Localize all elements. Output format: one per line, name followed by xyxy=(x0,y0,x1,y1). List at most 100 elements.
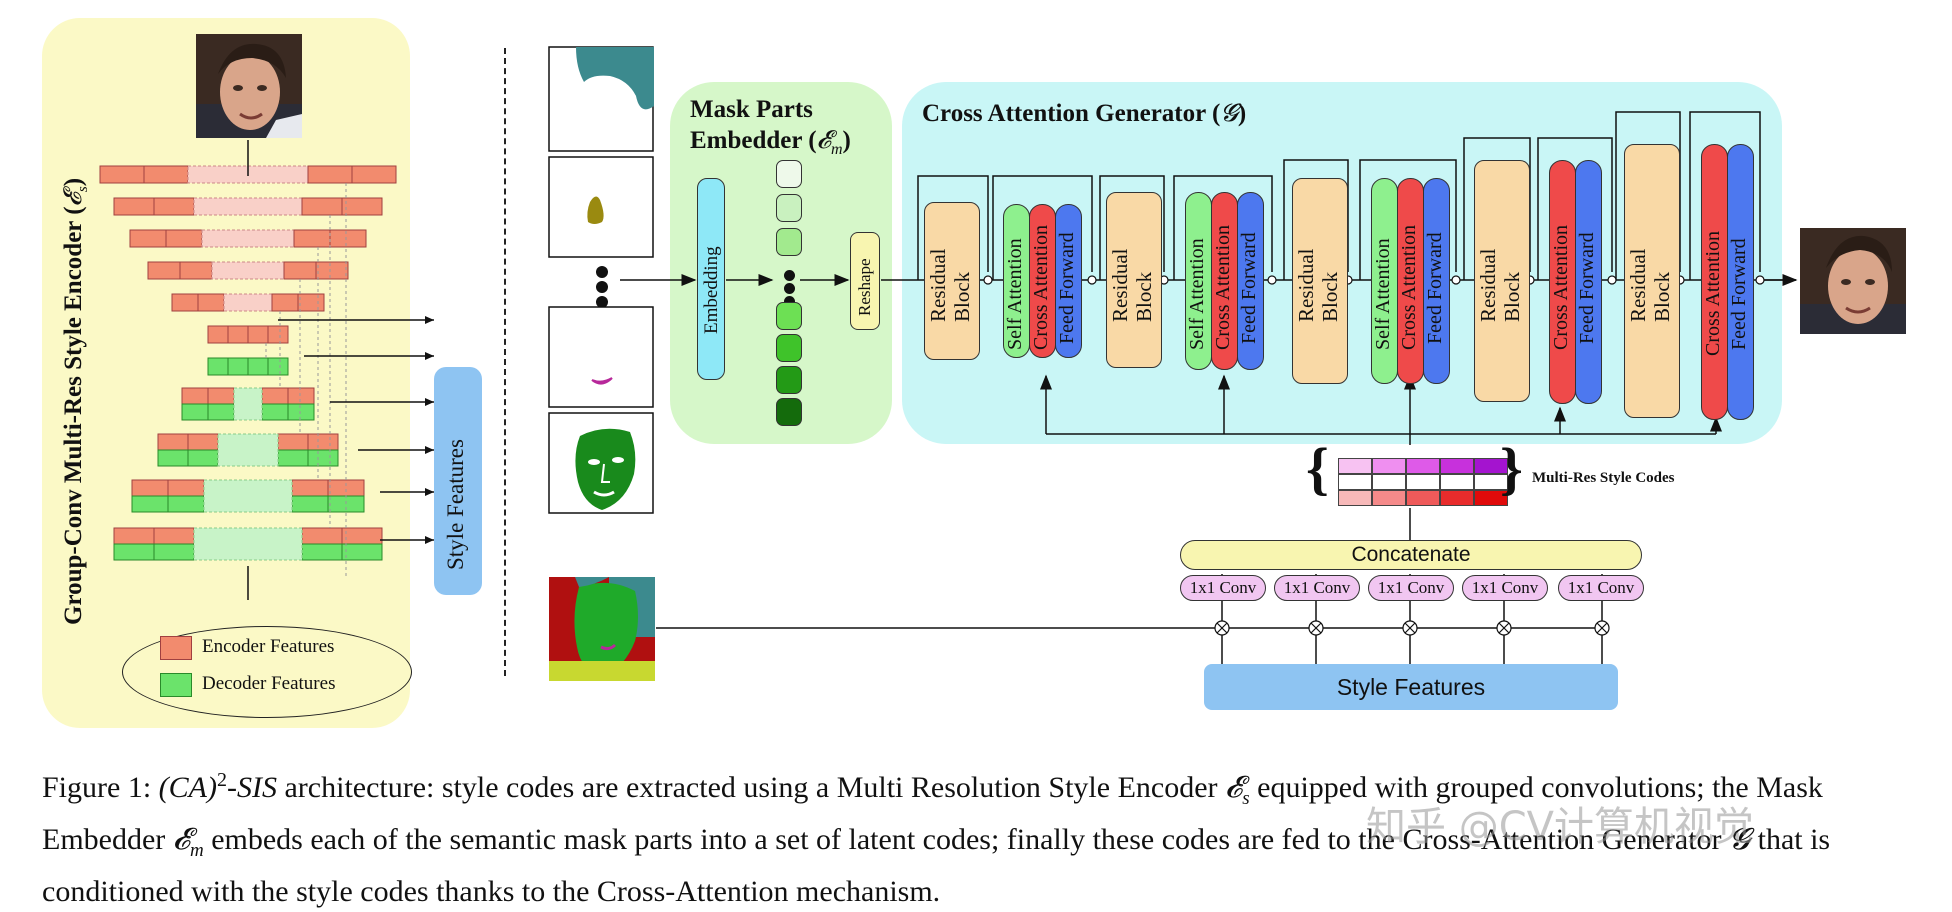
decoder-feature-cell xyxy=(227,357,249,376)
mask-ellipsis-dot-1 xyxy=(596,266,608,278)
arrow-head xyxy=(425,352,434,360)
mask-latent-code xyxy=(776,366,802,394)
style-code-cell xyxy=(1406,474,1440,490)
self-attention-block-2-label: Self Attention xyxy=(1186,238,1208,350)
cross-attention-block-1 xyxy=(1029,204,1056,358)
feed-forward-block-2 xyxy=(1237,192,1264,370)
mask-latent-code xyxy=(776,228,802,256)
conv-1x1-block-4: 1x1 Conv xyxy=(1462,575,1548,601)
self-attention-block-3-label: Self Attention xyxy=(1372,238,1394,350)
feed-forward-block-5-label: Feed Forward xyxy=(1728,238,1750,350)
feed-forward-block-3-label: Feed Forward xyxy=(1424,232,1446,344)
residual-block-3 xyxy=(1292,178,1348,384)
generator-title: Cross Attention Generator (𝓖) xyxy=(922,100,1247,127)
mask-latent-code xyxy=(776,334,802,362)
code-ellipsis-dot-2 xyxy=(784,283,795,294)
style-features-vertical-box xyxy=(434,367,482,595)
feed-forward-block-4 xyxy=(1575,160,1602,404)
arrow-head xyxy=(425,536,434,544)
code-ellipsis-dot-1 xyxy=(784,270,795,281)
encoder-feature-cell xyxy=(267,325,289,344)
style-codes-label: Multi-Res Style Codes xyxy=(1532,470,1675,486)
style-code-cell xyxy=(1474,490,1508,506)
feed-forward-block-5 xyxy=(1727,144,1754,420)
decoder-skip-cell xyxy=(233,387,263,421)
mask-lips-image xyxy=(548,306,654,408)
style-code-cell xyxy=(1440,474,1474,490)
legend-encoder-label: Encoder Features xyxy=(202,636,335,657)
decoder-feature-cell xyxy=(341,543,383,561)
cross-attention-block-2-label: Cross Attention xyxy=(1212,224,1234,350)
feed-forward-block-1-label: Feed Forward xyxy=(1056,232,1078,344)
feed-forward-block-4-label: Feed Forward xyxy=(1576,232,1598,344)
style-code-cell xyxy=(1338,474,1372,490)
decoder-skip-cell xyxy=(217,433,279,467)
embedding-block xyxy=(697,178,725,380)
arrow-head xyxy=(425,488,434,496)
self-attention-block-1 xyxy=(1003,204,1030,358)
decoder-feature-cell xyxy=(267,357,289,376)
mask-nose-image xyxy=(548,156,654,258)
style-code-cell xyxy=(1406,458,1440,474)
style-features-bottom-box: Style Features xyxy=(1204,664,1618,710)
code-ellipsis-dot-3 xyxy=(784,296,795,307)
concatenate-block: Concatenate xyxy=(1180,540,1642,570)
style-code-cell xyxy=(1372,474,1406,490)
residual-block-2 xyxy=(1106,192,1162,368)
style-code-cell xyxy=(1440,490,1474,506)
mask-hair-image xyxy=(548,46,654,152)
cross-attention-block-1-label: Cross Attention xyxy=(1030,224,1052,350)
panel-divider xyxy=(504,48,506,676)
encoder-feature-cell xyxy=(297,293,325,312)
reshape-block xyxy=(850,232,880,330)
style-code-cell xyxy=(1406,490,1440,506)
residual-block-1 xyxy=(924,202,980,360)
conv-1x1-block-5: 1x1 Conv xyxy=(1558,575,1644,601)
cross-attention-block-4-label: Cross Attention xyxy=(1550,224,1572,350)
semantic-mask-image xyxy=(549,577,655,681)
encoder-pyramid xyxy=(99,140,434,600)
input-face-image xyxy=(196,34,302,138)
mask-ellipsis-dot-2 xyxy=(596,281,608,293)
encoder-feature-cell xyxy=(351,165,397,184)
cross-attention-block-5-label: Cross Attention xyxy=(1702,230,1724,356)
right-brace: } xyxy=(1500,436,1523,501)
mask-embedder-title: Mask Parts Embedder (𝓔m) xyxy=(690,96,851,158)
mask-face-image xyxy=(548,412,654,514)
mask-latent-code xyxy=(776,398,802,426)
conv-1x1-block-3: 1x1 Conv xyxy=(1368,575,1454,601)
legend-decoder-swatch xyxy=(160,673,192,697)
arrow-head xyxy=(425,398,434,406)
residual-block-5 xyxy=(1624,144,1680,418)
mask-latent-code xyxy=(776,302,802,330)
watermark: 知乎 @CV计算机视觉 xyxy=(1366,804,1755,850)
feed-forward-block-1 xyxy=(1055,204,1082,358)
cross-attention-block-4 xyxy=(1549,160,1576,404)
self-attention-block-2 xyxy=(1185,192,1212,370)
feed-forward-block-2-label: Feed Forward xyxy=(1238,232,1260,344)
self-attention-block-3 xyxy=(1371,178,1398,384)
encoder-feature-cell xyxy=(341,197,383,216)
encoder-feature-cell xyxy=(329,229,367,248)
style-code-cell xyxy=(1440,458,1474,474)
conv-1x1-block-2: 1x1 Conv xyxy=(1274,575,1360,601)
left-brace: { xyxy=(1306,436,1329,501)
style-code-cell xyxy=(1372,490,1406,506)
cross-attention-block-5 xyxy=(1701,144,1728,420)
legend-encoder-swatch xyxy=(160,636,192,660)
decoder-skip-cell xyxy=(193,527,303,561)
feed-forward-block-3 xyxy=(1423,178,1450,384)
legend-decoder-label: Decoder Features xyxy=(202,673,336,694)
mask-latent-code xyxy=(776,194,802,222)
style-code-cell xyxy=(1372,458,1406,474)
output-face-image xyxy=(1800,228,1906,334)
self-attention-block-1-label: Self Attention xyxy=(1004,238,1026,350)
decoder-skip-cell xyxy=(203,479,293,513)
conv-1x1-block-1: 1x1 Conv xyxy=(1180,575,1266,601)
arrow-head xyxy=(425,316,434,324)
